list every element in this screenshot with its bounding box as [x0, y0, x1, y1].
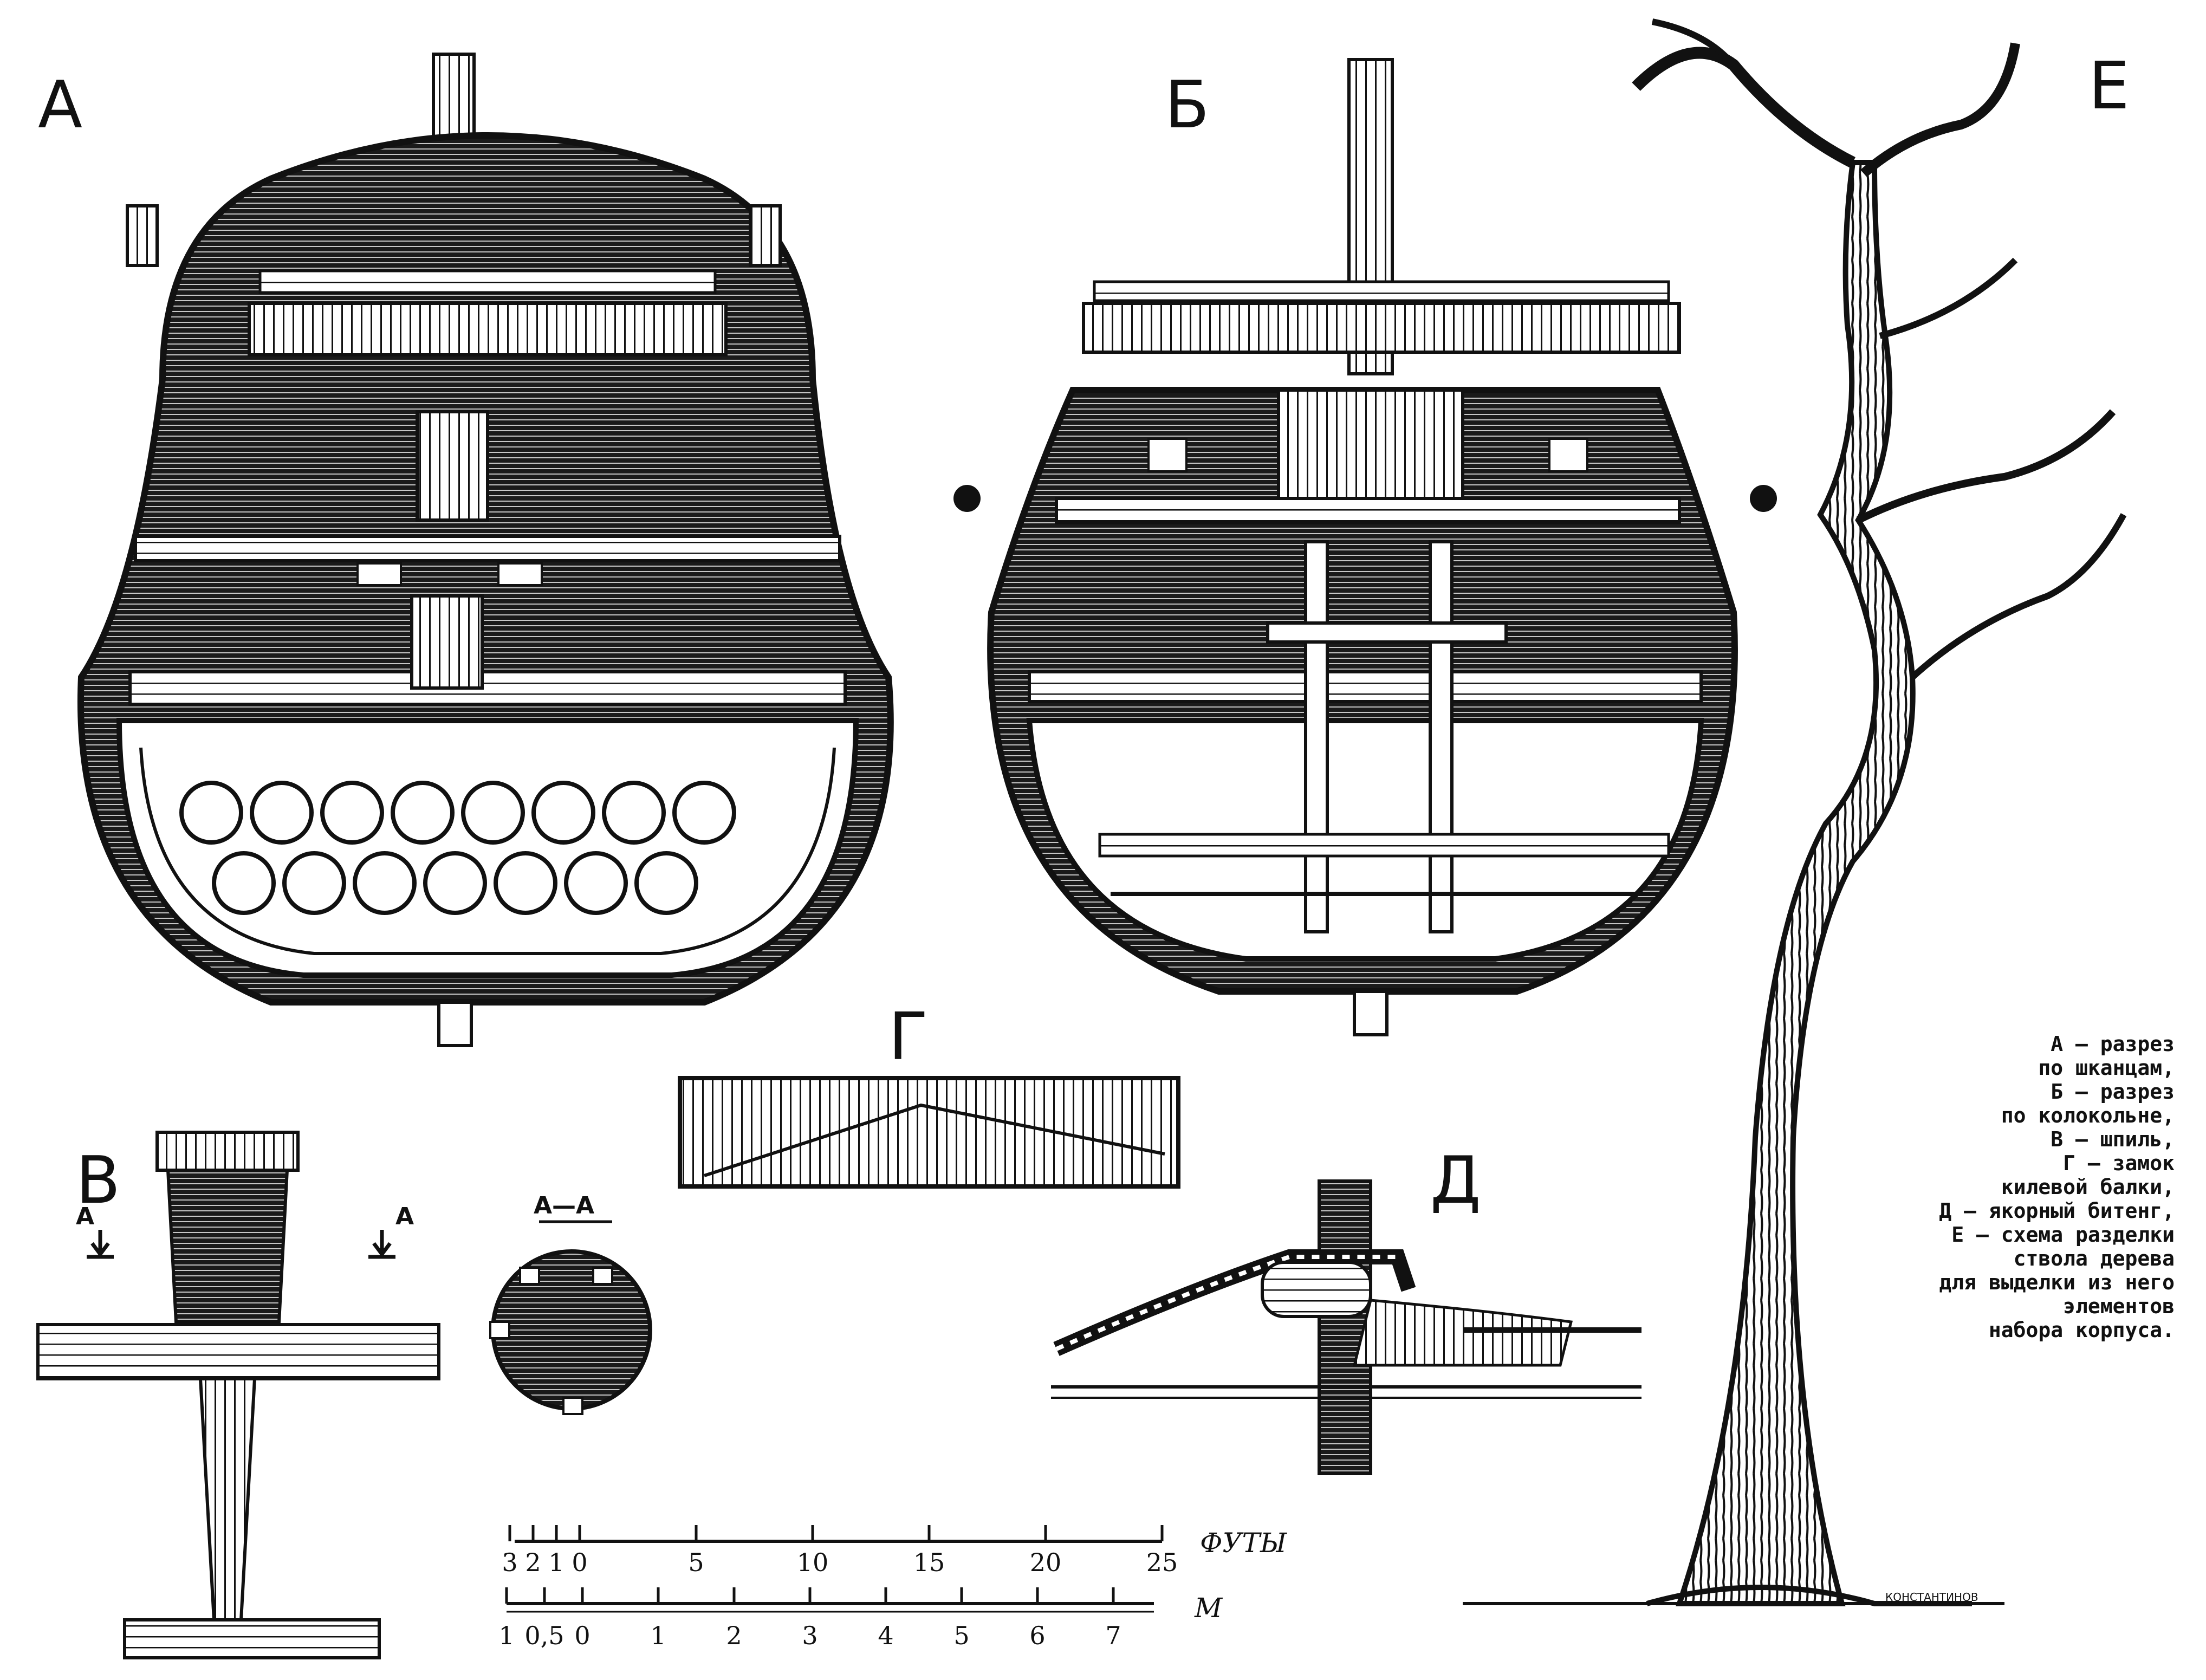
label-d: Д [1430, 1143, 1481, 1218]
arrow-label-right: А [395, 1203, 414, 1230]
scale-tick-label: 20 [1030, 1548, 1062, 1577]
legend-line: В — шпиль, [2051, 1127, 2175, 1151]
label-a: А [38, 68, 82, 143]
scale-feet-unit: ФУТЫ [1200, 1527, 1287, 1559]
ship-section-b: Б [953, 58, 1777, 1036]
legend-line: Г — замок [2063, 1151, 2175, 1175]
scale-tick-label: 4 [878, 1621, 893, 1650]
signature: КОНСТАНТИНОВ [1885, 1591, 1978, 1604]
legend-line: ствола дерева [2013, 1247, 2175, 1270]
legend-line: Д — якорный битенг, [1939, 1199, 2175, 1223]
scale-tick-label: 6 [1029, 1621, 1045, 1650]
scale-tick-label: 2 [726, 1621, 742, 1650]
scale-meters: 1 0,5 0 1 2 3 4 5 6 7 М [498, 1587, 1223, 1650]
scale-tick-label: 5 [953, 1621, 969, 1650]
scale-tick-label: 15 [913, 1548, 945, 1577]
label-e: Е [2088, 49, 2130, 124]
legend-line: элементов [2063, 1294, 2175, 1318]
scale-tick-label: 0 [574, 1621, 590, 1650]
scale-tick-label: 1 [650, 1621, 666, 1650]
scale-tick-label: 3 [802, 1621, 817, 1650]
scale-tick-label: 2 [525, 1548, 541, 1577]
section-a-a: А—А [489, 1192, 652, 1415]
legend-line: для выделки из него [1939, 1270, 2175, 1294]
legend-line: по колокольне, [2001, 1104, 2175, 1127]
arrow-label-left: А [76, 1203, 94, 1230]
section-label: А—А [534, 1192, 594, 1220]
scale-tick-label: 1 [498, 1621, 514, 1650]
legend-line: набора корпуса. [1988, 1318, 2175, 1342]
label-g: Г [888, 1000, 928, 1075]
legend-line: Б — разрез [2051, 1080, 2175, 1104]
capstan-drawing: В А А [36, 1131, 440, 1659]
legend-line: килевой балки, [2001, 1175, 2175, 1199]
scale-tick-label: 3 [502, 1548, 517, 1577]
scale-meters-unit: М [1194, 1592, 1223, 1624]
scale-tick-label: 5 [688, 1548, 704, 1577]
keel-scarf-drawing: Г [678, 1000, 1180, 1189]
legend-line: по шканцам, [2038, 1056, 2175, 1080]
scale-tick-label: 7 [1105, 1621, 1121, 1650]
scale-tick-label: 1 [548, 1548, 564, 1577]
tree-drawing: Е КОНСТАНТИНОВ [1463, 18, 2130, 1606]
anchor-bitt-drawing: Д [1051, 1143, 1641, 1475]
label-b: Б [1165, 68, 1209, 143]
barrels [179, 781, 736, 915]
ship-section-a: А [38, 53, 894, 1047]
scale-tick-label: 0,5 [524, 1621, 564, 1650]
label-v: В [76, 1143, 120, 1218]
legend-line: Е — схема разделки [1951, 1223, 2175, 1247]
scale-tick-label: 10 [797, 1548, 829, 1577]
scale-tick-label: 0 [572, 1548, 587, 1577]
legend-line: А — разрез [2051, 1032, 2175, 1056]
scale-tick-label: 25 [1146, 1548, 1178, 1577]
